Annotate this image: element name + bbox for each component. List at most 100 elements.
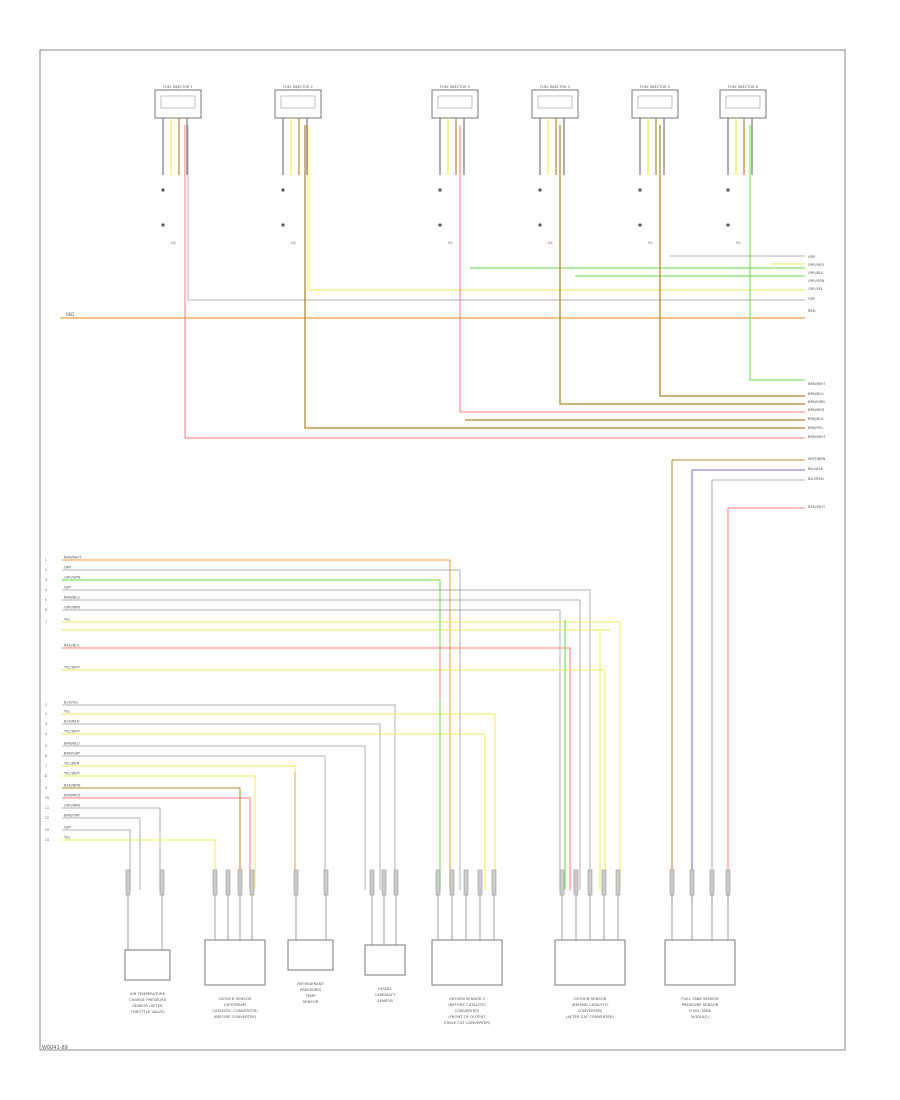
component-label: (AFTER CAT CONVERTER) xyxy=(566,1014,614,1019)
wire-red-1 xyxy=(184,125,805,439)
wire-left-g1 xyxy=(62,579,441,890)
pin-number: 7 xyxy=(45,620,47,624)
component-label: STAGE CAT CONVERTER) xyxy=(444,1020,491,1025)
ground-dot xyxy=(638,223,642,227)
component-label: CAMSHAFT xyxy=(375,992,397,997)
wire-brown-3 xyxy=(304,125,805,429)
ground-dot xyxy=(726,188,730,192)
component-label: REFRIGERANT xyxy=(297,981,324,986)
wire-label: BRN/BLU xyxy=(64,742,80,746)
component-label: TEMP xyxy=(304,993,316,998)
labels-layer: REDGRYGRY/REDGRY/BLUGRY/GRNGRY/YELGRYRED… xyxy=(45,255,826,842)
component-label: (BEFORE CONVERTER) xyxy=(214,1014,257,1019)
connector-pin xyxy=(125,869,131,896)
component-label: OXYGEN SENSOR xyxy=(219,996,252,1001)
connector-pin xyxy=(615,869,621,896)
component-oxygen-sensor-3-box xyxy=(554,939,626,986)
wire-label: BLU/RED xyxy=(808,477,824,481)
wire-label: YEL/WHT xyxy=(64,772,81,776)
wire-label: GRY/GRN xyxy=(808,279,825,283)
component-label: OXYGEN SENSOR xyxy=(574,996,607,1001)
wire-label: GRY/BRN xyxy=(64,804,80,808)
connector-pin xyxy=(249,869,255,896)
connector-pin xyxy=(237,869,243,896)
wire-label: GRY/RED xyxy=(808,263,824,267)
wires-layer xyxy=(60,125,805,900)
wire-left-g1 xyxy=(62,609,561,890)
wire-label: GRY/BRN xyxy=(64,606,80,610)
component-label: AIR TEMPERATURE xyxy=(130,991,166,996)
pin-number: 4 xyxy=(45,732,47,736)
wire-left-g1 xyxy=(62,621,621,890)
wire-label: YEL xyxy=(64,618,70,622)
fuel-injector-inner xyxy=(725,95,761,109)
wire-label: GRY/BLU xyxy=(808,271,824,275)
fuel-injector-box xyxy=(274,89,322,119)
pin-number: 8 xyxy=(45,774,47,778)
component-label: (BEFORE CATALYTIC xyxy=(448,1002,486,1007)
component-label: FUEL TANK SENSOR xyxy=(681,996,719,1001)
ground-label: G1 xyxy=(736,241,741,245)
pin-number: 6 xyxy=(45,754,47,758)
wire-label: GRY xyxy=(64,586,72,590)
ground-dot xyxy=(438,188,442,192)
wire-left-g3 xyxy=(62,733,486,890)
connector-pin xyxy=(293,869,299,896)
wire-label: BRN/WHT xyxy=(64,556,82,560)
wire-label: BLK/YEL xyxy=(64,701,79,705)
connector-pin xyxy=(573,869,579,896)
wire-label: GRY/GRN xyxy=(64,576,81,580)
connector-pin xyxy=(449,869,455,896)
component-label: SENSOR (AFTER xyxy=(132,1003,163,1008)
pin-number: 1 xyxy=(45,558,47,562)
component-label: PRESSURE SENSOR xyxy=(682,1002,719,1007)
ground-label: G1 xyxy=(291,241,296,245)
wire-label: BRN/BLK xyxy=(808,417,824,421)
wire-brown-2 xyxy=(659,125,805,397)
wire-yellow-1 xyxy=(307,125,805,291)
pin-number: 2 xyxy=(45,568,47,572)
wire-label: BRN/GRY xyxy=(64,752,81,756)
connector-pin xyxy=(669,869,675,896)
ground-dot xyxy=(161,188,165,192)
wire-label: RED/BRN xyxy=(64,784,81,788)
wire-label: GRY xyxy=(64,566,72,570)
pin-number: 6 xyxy=(45,608,47,612)
component-refrigerant-sensor-box xyxy=(287,939,334,971)
component-oxygen-sensor-2-box xyxy=(431,939,503,986)
connector-pin xyxy=(491,869,497,896)
wire-label: YEL xyxy=(64,836,70,840)
wire-label: BRN/YEL xyxy=(808,426,823,430)
wire-label: BRN/WHT xyxy=(808,435,826,439)
connector-pin xyxy=(463,869,469,896)
wire-label: BRN/BLU xyxy=(808,392,824,396)
component-label: CONVERTER) xyxy=(578,1008,603,1013)
wire-label: BRN/BLU xyxy=(64,596,80,600)
component-label: MODULE) xyxy=(691,1014,709,1019)
wire-label: BRN/RED xyxy=(64,794,81,798)
component-label: SENSOR xyxy=(377,998,393,1003)
wire-left-g1 xyxy=(62,559,451,890)
connector-pin xyxy=(587,869,593,896)
wire-label: WHT/BRN xyxy=(808,457,826,461)
wire-left-g3 xyxy=(62,775,256,890)
wire-label: YEL/WHT xyxy=(64,730,81,734)
wire-label: BRN/RED xyxy=(808,408,825,412)
wire-label: BLU/BLK xyxy=(808,467,824,471)
connector-pin xyxy=(601,869,607,896)
component-camshaft-sensor-box xyxy=(364,944,406,976)
connector-pin xyxy=(689,869,695,896)
wire-left-g1 xyxy=(62,589,591,890)
fuel-injector-label: FUEL INJECTOR 5 xyxy=(640,85,670,89)
ground-dot xyxy=(726,223,730,227)
wire-red-drop xyxy=(459,125,805,413)
wire-label: GRY xyxy=(808,297,816,301)
component-label: THROTTLE VALVE) xyxy=(129,1009,165,1014)
wire-label: GRY/YEL xyxy=(808,287,823,291)
wire-label: BLK/RED xyxy=(64,720,80,724)
connector-pin xyxy=(323,869,329,896)
connector-pin xyxy=(381,869,387,896)
component-label: (FUEL TANK xyxy=(689,1008,712,1013)
wire-left-g3 xyxy=(62,755,326,890)
